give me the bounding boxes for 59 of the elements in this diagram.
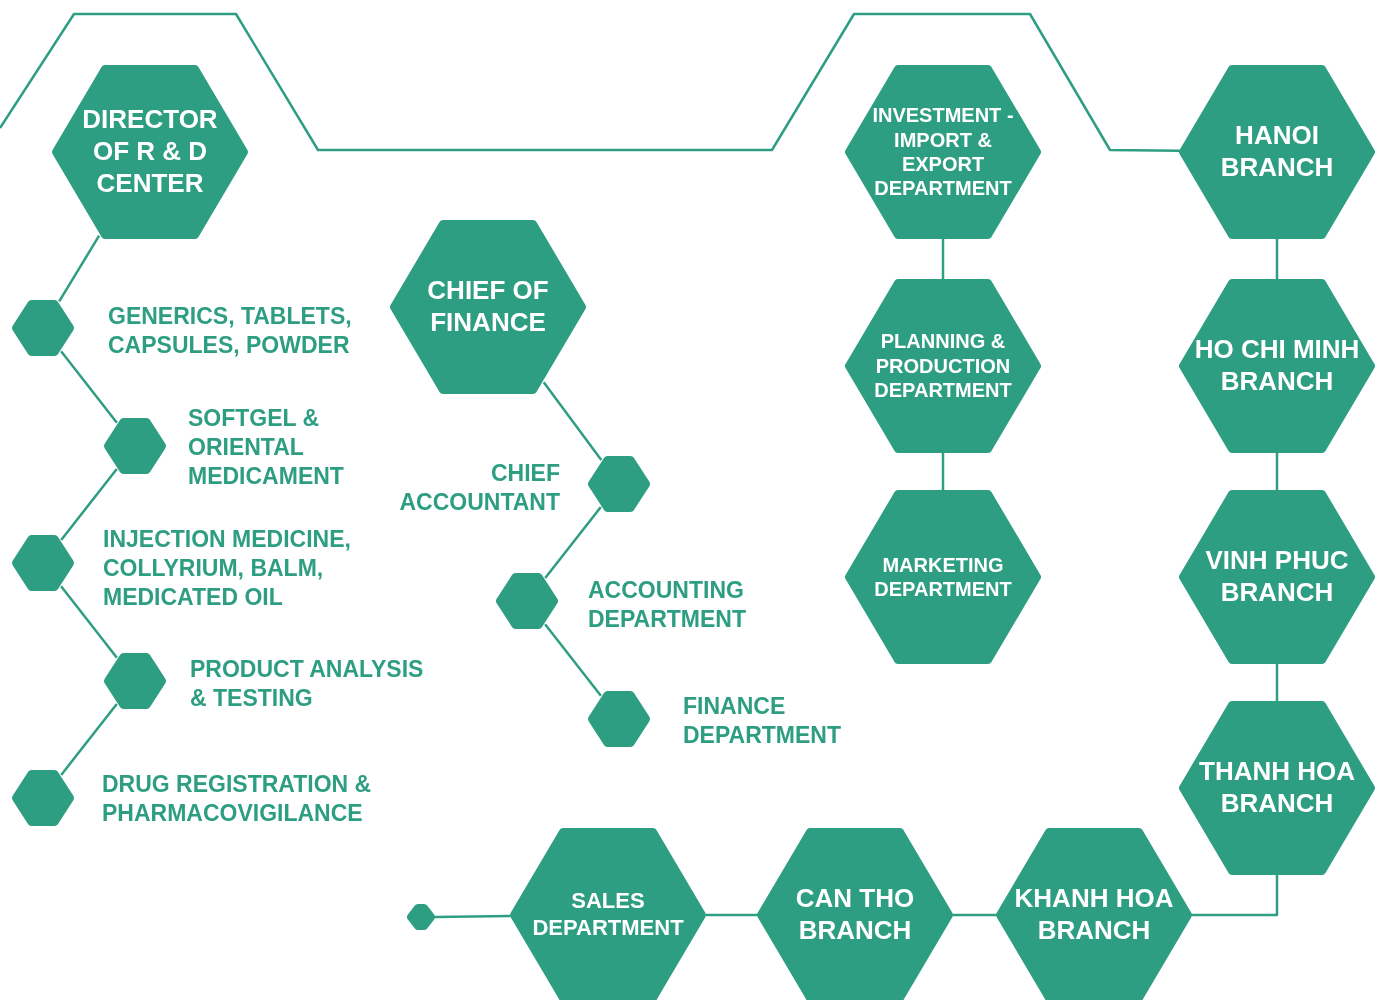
hexagon-node: [588, 691, 650, 747]
hexagon-node: [588, 456, 650, 512]
connector-line: [1275, 453, 1279, 490]
hexagon-node: [496, 573, 558, 629]
hexagon-node: [1179, 279, 1375, 453]
hexagon-node: [12, 300, 74, 356]
connector-line: [434, 914, 511, 919]
hexagon-node: [12, 535, 74, 591]
connector-line: [542, 381, 603, 461]
connector-line: [953, 913, 996, 917]
hexagon-node: [757, 828, 953, 1000]
hexagon-node: [845, 490, 1041, 664]
connector-line: [941, 239, 945, 279]
node-label: MARKETING DEPARTMENT: [873, 552, 1013, 602]
node-label: HANOI BRANCH: [1219, 120, 1335, 184]
hexagon-node: [390, 220, 586, 394]
node-caption: FINANCE DEPARTMENT: [683, 692, 842, 751]
connector-line: [544, 506, 602, 579]
connector-line: [706, 913, 757, 917]
connector-line: [941, 453, 945, 490]
node-label: CHIEF OF FINANCE: [426, 275, 550, 339]
connector-line: [60, 585, 118, 659]
hexagon-node: [845, 279, 1041, 453]
node-caption: ACCOUNTING DEPARTMENT: [588, 576, 747, 635]
node-label: CAN THO BRANCH: [794, 883, 916, 947]
node-label: INVESTMENT - IMPORT & EXPORT DEPARTMENT: [871, 103, 1015, 201]
connector-line: [1275, 664, 1279, 701]
hexagon-node: [1179, 701, 1375, 875]
node-label: PLANNING & PRODUCTION DEPARTMENT: [873, 329, 1013, 403]
connector-line: [58, 235, 101, 302]
node-caption: DRUG REGISTRATION & PHARMACOVIGILANCE: [102, 770, 373, 829]
hexagon-node: [845, 65, 1041, 239]
connector-line: [60, 703, 118, 776]
hexagon-node: [510, 828, 706, 1000]
node-caption: INJECTION MEDICINE, COLLYRIUM, BALM, MEDICATED OIL: [103, 525, 352, 613]
hexagon-node: [1179, 490, 1375, 664]
hexagon-node: [12, 770, 74, 826]
connector-line: [0, 12, 1180, 153]
node-caption: SOFTGEL & ORIENTAL MEDICAMENT: [188, 404, 345, 492]
node-label: THANH HOA BRANCH: [1198, 756, 1356, 820]
node-caption: PRODUCT ANALYSIS & TESTING: [190, 655, 425, 714]
node-label: VINH PHUC BRANCH: [1204, 545, 1350, 609]
connector-line: [60, 468, 118, 541]
connector-line: [544, 623, 602, 697]
node-label: SALES DEPARTMENT: [531, 888, 685, 942]
hexagon-node: [1179, 65, 1375, 239]
connector-line: [1192, 875, 1279, 917]
hexagon-node: [52, 65, 248, 239]
node-caption: CHIEF ACCOUNTANT: [398, 459, 560, 518]
connector-line: [60, 350, 118, 424]
node-label: DIRECTOR OF R & D CENTER: [81, 104, 219, 200]
hexagon-node: [996, 828, 1192, 1000]
hexagon-node: [104, 418, 166, 474]
node-label: HO CHI MINH BRANCH: [1193, 334, 1361, 398]
node-caption: GENERICS, TABLETS, CAPSULES, POWDER: [108, 302, 353, 361]
connector-line: [1275, 239, 1279, 279]
node-label: KHANH HOA BRANCH: [1013, 883, 1175, 947]
hexagon-node: [407, 904, 435, 930]
hexagon-node: [104, 653, 166, 709]
